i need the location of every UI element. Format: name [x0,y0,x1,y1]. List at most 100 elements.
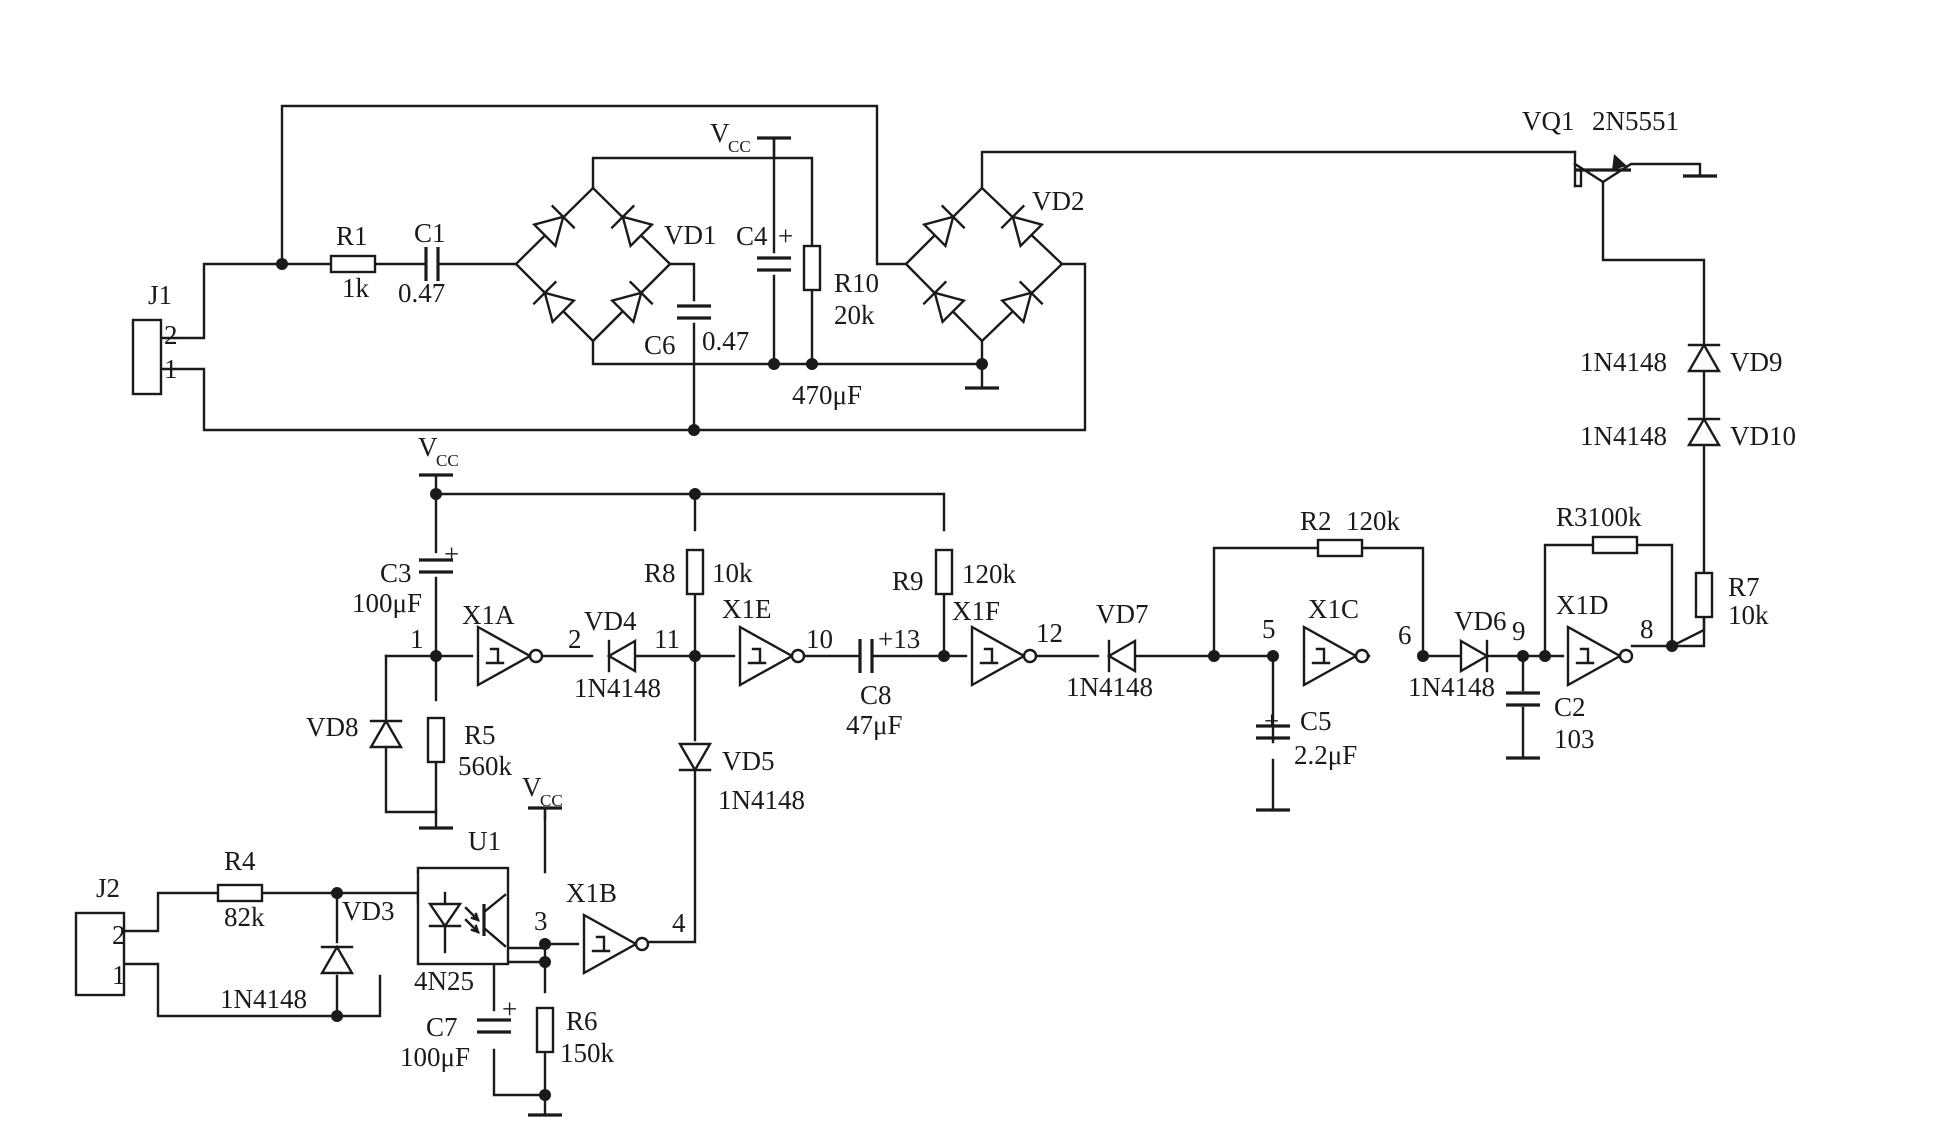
label-pin-9: 9 [1512,616,1526,646]
label-c8-value: 47μF [846,710,903,740]
label-c7-plus: + [502,994,517,1024]
diode-vd2-bridge [923,205,1043,323]
label-c4-value: 470μF [792,380,862,410]
resistor-r10 [802,244,822,292]
capacitor-c8 [858,637,874,675]
label-vcc-top: V [710,118,730,148]
label-r5-ref: R5 [464,720,496,750]
label-r7-ref: R7 [1728,572,1760,602]
capacitor-c2 [1504,691,1542,707]
resistor-r6 [535,1006,555,1054]
capacitor-c6 [675,304,713,320]
label-r2-value: 120k [1346,506,1401,536]
label-r1-value: 1k [342,273,370,303]
diode-vd5 [678,742,712,772]
label-pin-12: 12 [1036,618,1063,648]
label-vcc-opto-sub: CC [540,791,563,810]
label-j2: J2 [96,873,120,903]
capacitor-c1 [424,245,440,283]
label-pin-1: 1 [410,624,424,654]
label-vd5: VD5 [722,746,775,776]
label-vd8: VD8 [306,712,359,742]
label-r5-value: 560k [458,751,513,781]
label-r6-ref: R6 [566,1006,598,1036]
gate-x1a [476,625,544,687]
diode-vd9 [1687,343,1721,373]
resistor-r2 [1316,538,1364,558]
label-r8-ref: R8 [644,558,676,588]
label-vd4-part: 1N4148 [574,673,661,703]
label-r7-value: 10k [1728,600,1769,630]
label-c5-value: 2.2μF [1294,740,1357,770]
diode-vd1-bridge [533,205,653,323]
connector-j2 [74,911,126,997]
label-c4-plus: + [778,221,793,251]
resistor-r7 [1694,571,1714,619]
label-x1a: X1A [462,600,515,630]
label-j1-pin2: 2 [164,320,178,350]
label-pin-3: 3 [534,906,548,936]
resistor-r4 [216,883,264,903]
label-vd3: VD3 [342,896,395,926]
capacitor-c4 [755,256,793,272]
resistor-r3 [1591,535,1639,555]
label-vd6-part: 1N4148 [1408,672,1495,702]
label-r6-value: 150k [560,1038,615,1068]
label-vd3-part: 1N4148 [220,984,307,1014]
labels: J1 2 1 J2 2 1 V CC V CC V CC R1 1k R10 2… [96,106,1796,1072]
diode-vd8 [369,719,403,749]
label-c1-value: 0.47 [398,278,445,308]
label-r8-value: 10k [712,558,753,588]
label-vd6: VD6 [1454,606,1507,636]
label-pin-6: 6 [1398,620,1412,650]
label-j2-pin1: 1 [112,960,126,990]
label-pin-2: 2 [568,624,582,654]
label-c4-ref: C4 [736,221,768,251]
label-r3-ref: R3100k [1556,502,1642,532]
label-j1-pin1: 1 [164,354,178,384]
diode-vd3 [320,945,354,975]
label-c7-ref: C7 [426,1012,458,1042]
label-vd4: VD4 [584,606,637,636]
transistor-vq1 [1575,154,1631,188]
label-vd1: VD1 [664,220,717,250]
label-c3-value: 100μF [352,588,422,618]
label-vq1-part: 2N5551 [1592,106,1679,136]
gate-x1b [582,913,650,975]
connector-j1 [131,318,163,396]
label-x1c: X1C [1308,594,1359,624]
diode-vd6 [1459,639,1489,673]
label-c2-ref: C2 [1554,692,1586,722]
label-x1f: X1F [952,596,1000,626]
label-pin-8: 8 [1640,614,1654,644]
label-c5-plus: + [1264,706,1279,736]
label-r10-value: 20k [834,300,875,330]
label-c6-ref: C6 [644,330,676,360]
label-vd5-part: 1N4148 [718,785,805,815]
label-r2-ref: R2 [1300,506,1332,536]
label-r9-ref: R9 [892,566,924,596]
label-c8-ref: C8 [860,680,892,710]
label-c6-value: 0.47 [702,326,749,356]
diode-vd10 [1687,417,1721,447]
gate-x1f [970,625,1038,687]
label-pin-5: 5 [1262,614,1276,644]
label-pin-13: +13 [878,624,920,654]
label-vcc-opto: V [522,772,542,802]
resistor-r8 [685,548,705,596]
resistor-r5 [426,716,446,764]
label-vd10-part: 1N4148 [1580,421,1667,451]
label-r9-value: 120k [962,559,1017,589]
label-x1b: X1B [566,878,617,908]
label-vd10: VD10 [1730,421,1796,451]
label-c1-ref: C1 [414,218,446,248]
label-r10-ref: R10 [834,268,879,298]
label-c3-ref: C3 [380,558,412,588]
label-vd9: VD9 [1730,347,1783,377]
label-vd2: VD2 [1032,186,1085,216]
gate-x1c [1302,625,1370,687]
label-x1e: X1E [722,594,772,624]
gate-x1d [1566,625,1634,687]
label-c2-value: 103 [1554,724,1595,754]
